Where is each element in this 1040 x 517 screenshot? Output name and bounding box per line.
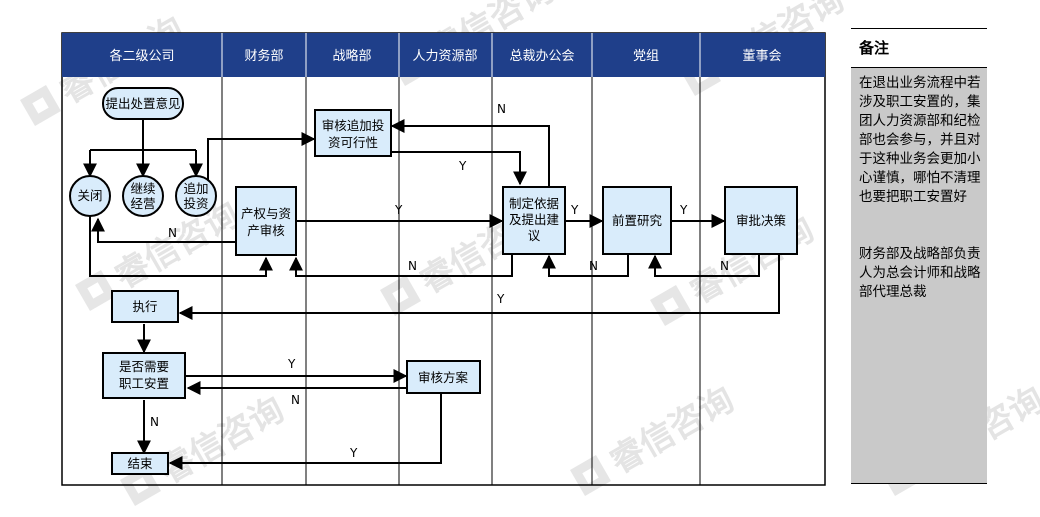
lane-header-strategy: 战略部 — [332, 48, 371, 64]
lane-header-board: 董事会 — [742, 49, 781, 64]
node-need-staff-label: 是否需要 — [119, 359, 169, 374]
node-review-add-investment: 审核追加投 资可行性 — [314, 109, 392, 157]
label-no: N — [408, 259, 417, 273]
lane-header-bar — [62, 33, 825, 77]
label-no: N — [291, 393, 300, 407]
note-paragraph-roles: 财务部及战略部负责人为总会计师和战略部代理总裁 — [859, 246, 981, 300]
branch-labels: N Y Y N N Y N Y N Y Y N N Y — [150, 102, 729, 460]
label-yes: Y — [394, 203, 403, 217]
lane-header-finance: 财务部 — [244, 48, 283, 64]
lane-header-president-office: 总裁办公会 — [509, 48, 574, 64]
label-no: N — [497, 102, 506, 116]
node-review-add-label: 审核追加投 — [322, 118, 385, 133]
node-close: 关闭 — [69, 175, 111, 217]
label-yes: Y — [679, 203, 688, 217]
notes-panel: 备注 在退出业务流程中若涉及职工安置的，集团人力资源部和纪检部也会参与，并且对于… — [851, 28, 987, 484]
label-no: N — [720, 259, 729, 273]
lane-header-party-group: 党组 — [633, 49, 659, 64]
node-property-review-label: 产权与资 — [241, 206, 291, 221]
node-continue-label: 经营 — [130, 196, 155, 211]
connectors — [83, 119, 780, 470]
watermark-text: 睿信咨询 — [603, 379, 741, 482]
node-need-staff-label: 职工安置 — [119, 376, 169, 391]
label-no: N — [589, 259, 598, 273]
label-yes: Y — [287, 357, 296, 371]
node-pre-study-label: 前置研究 — [612, 213, 663, 228]
node-execute-label: 执行 — [132, 299, 157, 314]
node-add-invest: 追加 投资 — [175, 175, 217, 217]
label-no: N — [150, 415, 159, 429]
lane-header-hr: 人力资源部 — [412, 49, 477, 64]
node-basis-label: 议 — [528, 228, 541, 243]
label-yes: Y — [570, 203, 579, 217]
node-review-plan-label: 审核方案 — [418, 370, 469, 385]
node-end: 结束 — [111, 452, 169, 475]
node-basis-proposal: 制定依据 及提出建 议 — [502, 186, 566, 255]
lane-header-subsidiaries: 各二级公司 — [109, 48, 174, 64]
node-property-review-label: 产审核 — [247, 223, 285, 238]
node-basis-label: 及提出建 — [509, 212, 560, 227]
node-review-add-label: 资可行性 — [328, 135, 378, 150]
label-yes: Y — [349, 446, 358, 460]
watermark-logo-icon: 睿信咨询 — [570, 379, 741, 496]
node-need-staff-placement: 是否需要 职工安置 — [102, 352, 186, 399]
notes-title: 备注 — [851, 28, 987, 68]
lane-dividers — [221, 33, 701, 485]
node-continue: 继续 经营 — [122, 175, 164, 217]
node-close-label: 关闭 — [77, 188, 102, 203]
node-continue-label: 继续 — [130, 181, 155, 196]
node-basis-label: 制定依据 — [509, 196, 559, 211]
notes-body: 在退出业务流程中若涉及职工安置的，集团人力资源部和纪检部也会参与，并且对于这种业… — [851, 68, 987, 484]
node-propose-label: 提出处置意见 — [105, 96, 180, 111]
node-end-label: 结束 — [127, 456, 153, 471]
note-paragraph-staff: 在退出业务流程中若涉及职工安置的，集团人力资源部和纪检部也会参与，并且对于这种业… — [859, 75, 981, 205]
label-yes: Y — [496, 292, 505, 306]
node-pre-study: 前置研究 — [602, 186, 672, 255]
node-execute: 执行 — [111, 290, 179, 323]
label-no: N — [168, 226, 177, 240]
node-review-plan: 审核方案 — [406, 360, 481, 394]
node-approve: 审批决策 — [724, 186, 798, 255]
node-approve-label: 审批决策 — [736, 213, 787, 228]
node-add-invest-label: 投资 — [183, 196, 208, 211]
node-property-review: 产权与资 产审核 — [235, 186, 297, 256]
label-yes: Y — [458, 159, 467, 173]
node-add-invest-label: 追加 — [183, 181, 208, 196]
node-propose: 提出处置意见 — [102, 87, 184, 120]
